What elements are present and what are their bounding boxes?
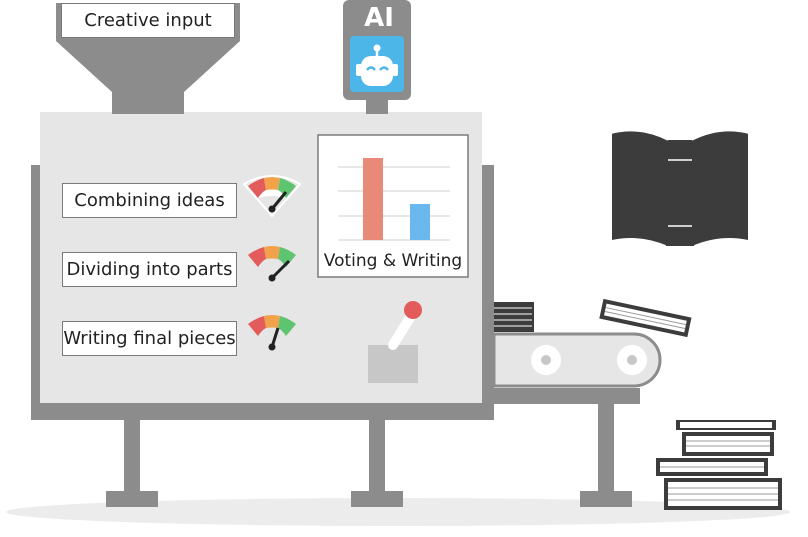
ai-badge-label: AI [364, 3, 394, 33]
creative-input-label: Creative input [61, 3, 235, 38]
open-book-icon [611, 129, 749, 246]
finished-book-stack [656, 420, 782, 510]
gauge-icon [248, 246, 296, 282]
voting-bar-1 [363, 158, 383, 240]
stage-label-writing: Writing final pieces [62, 321, 237, 356]
voting-bar-2 [410, 204, 430, 240]
falling-book [599, 298, 692, 338]
lever [368, 301, 422, 383]
gauge-icon [242, 175, 302, 218]
stage-label-dividing: Dividing into parts [62, 252, 237, 287]
conveyor-belt [492, 332, 662, 507]
voting-panel [317, 134, 469, 278]
robot-icon [356, 44, 398, 86]
lever-knob [404, 301, 422, 319]
gauge-icon [248, 315, 296, 351]
stage-label-combining: Combining ideas [62, 183, 237, 218]
voting-panel-caption: Voting & Writing [323, 251, 463, 271]
book-stack-exit [494, 302, 534, 332]
